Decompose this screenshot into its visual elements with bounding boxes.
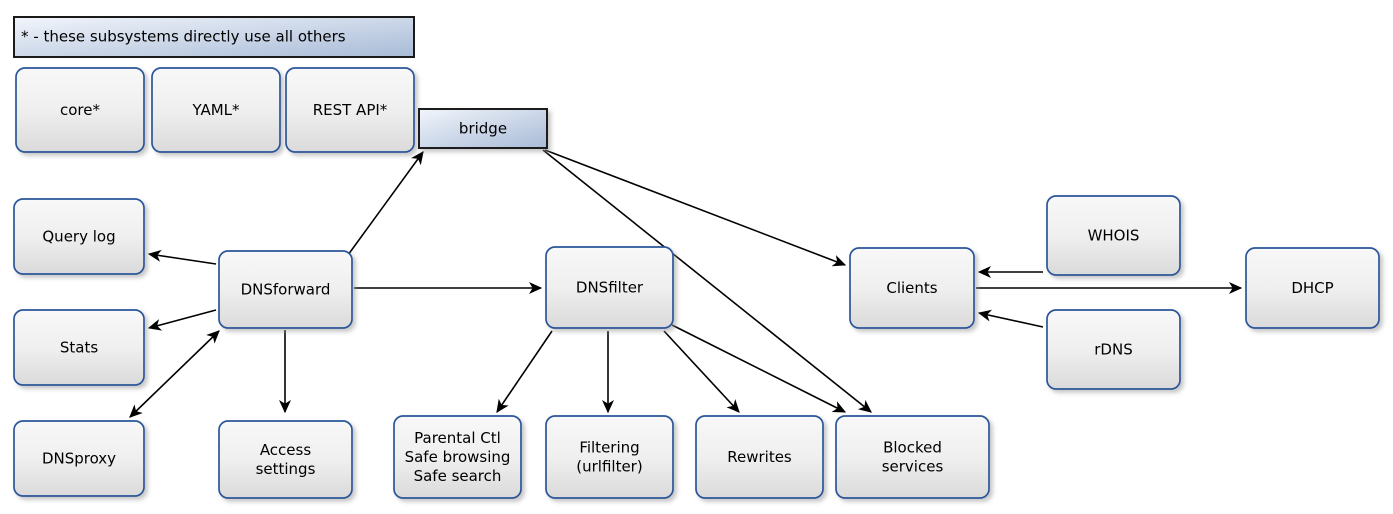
node-box-bridge[interactable] xyxy=(418,108,548,149)
legend-note: * - these subsystems directly use all ot… xyxy=(13,16,415,58)
node-box-dnsproxy[interactable] xyxy=(13,420,145,497)
node-box-filtering[interactable] xyxy=(545,415,674,499)
edge-dnsforward-stats xyxy=(147,309,217,331)
node-box-dhcp[interactable] xyxy=(1245,247,1380,329)
node-filtering[interactable]: Filtering(urlfilter) xyxy=(545,415,674,499)
node-box-whois[interactable] xyxy=(1046,195,1181,276)
node-label-dnsforward: DNSforward xyxy=(241,280,331,298)
node-label-dnsproxy: DNSproxy xyxy=(42,449,116,467)
edge-dnsfilter-blocked xyxy=(671,324,847,413)
node-box-dnsforward[interactable] xyxy=(218,250,353,329)
node-yaml[interactable]: YAML* xyxy=(151,67,281,153)
edge-bridge-blocked xyxy=(542,149,872,413)
node-box-dnsfilter[interactable] xyxy=(545,246,674,329)
node-box-core[interactable] xyxy=(15,67,145,153)
legend-note-text: * - these subsystems directly use all ot… xyxy=(21,28,346,46)
node-rewrites[interactable]: Rewrites xyxy=(695,415,824,499)
node-label-bridge: bridge xyxy=(459,119,507,137)
node-box-restapi[interactable] xyxy=(285,67,415,153)
edge-dnsforward-dnsproxy xyxy=(129,330,220,418)
node-label-rdns: rDNS xyxy=(1094,340,1132,358)
node-box-yaml[interactable] xyxy=(151,67,281,153)
node-core[interactable]: core* xyxy=(15,67,145,153)
node-label-stats: Stats xyxy=(60,338,98,356)
node-label-querylog: Query log xyxy=(42,227,115,245)
node-rdns[interactable]: rDNS xyxy=(1046,309,1181,390)
node-box-parental[interactable] xyxy=(393,415,522,499)
node-box-clients[interactable] xyxy=(849,247,975,329)
edge-dnsfilter-parental xyxy=(496,330,553,413)
node-label-dhcp: DHCP xyxy=(1291,279,1333,297)
node-box-accesssettings[interactable] xyxy=(218,420,353,499)
node-box-querylog[interactable] xyxy=(13,198,145,275)
node-dnsproxy[interactable]: DNSproxy xyxy=(13,420,145,497)
edge-bridge-clients xyxy=(544,149,847,267)
edge-dnsfilter-rewrites xyxy=(663,330,740,413)
node-label-yaml: YAML* xyxy=(191,101,240,119)
edge-dnsforward-querylog xyxy=(147,249,217,265)
note-layer: * - these subsystems directly use all ot… xyxy=(13,16,415,58)
node-label-rewrites: Rewrites xyxy=(727,448,792,466)
node-label-core: core* xyxy=(60,101,100,119)
node-restapi[interactable]: REST API* xyxy=(285,67,415,153)
node-box-rdns[interactable] xyxy=(1046,309,1181,390)
edge-rdns-clients xyxy=(977,309,1044,328)
node-label-dnsfilter: DNSfilter xyxy=(576,278,644,296)
node-label-clients: Clients xyxy=(886,279,937,297)
node-stats[interactable]: Stats xyxy=(13,309,145,386)
node-box-stats[interactable] xyxy=(13,309,145,386)
node-label-restapi: REST API* xyxy=(313,101,388,119)
edges-layer xyxy=(129,149,1243,418)
node-label-filtering: Filtering(urlfilter) xyxy=(576,438,642,475)
node-dhcp[interactable]: DHCP xyxy=(1245,247,1380,329)
node-querylog[interactable]: Query log xyxy=(13,198,145,275)
node-whois[interactable]: WHOIS xyxy=(1046,195,1181,276)
node-dnsforward[interactable]: DNSforward xyxy=(218,250,353,329)
node-clients[interactable]: Clients xyxy=(849,247,975,329)
legend-note-box xyxy=(13,16,415,58)
edge-dnsforward-bridge xyxy=(347,151,424,256)
node-box-rewrites[interactable] xyxy=(695,415,824,499)
node-dnsfilter[interactable]: DNSfilter xyxy=(545,246,674,329)
node-bridge[interactable]: bridge xyxy=(418,108,548,149)
node-label-whois: WHOIS xyxy=(1088,226,1140,244)
node-box-blocked[interactable] xyxy=(835,415,990,499)
